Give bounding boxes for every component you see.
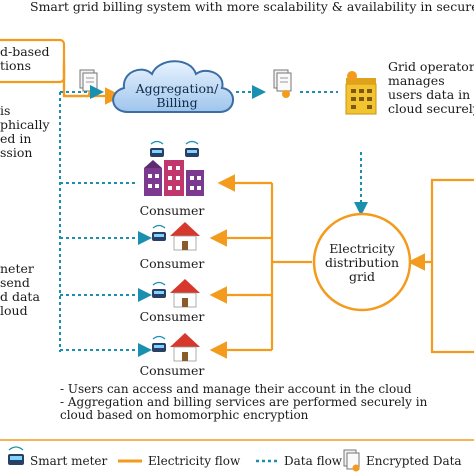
smart-meter-icon: [152, 335, 166, 352]
industrial-consumer-icon: [144, 160, 204, 196]
left-text-line: d data: [0, 289, 40, 304]
left-text-line: ed in: [0, 131, 32, 146]
operator-text: Grid operator manages users data in t cl…: [388, 60, 474, 116]
operator-text-line: cloud securely: [388, 101, 474, 116]
legend-electricity-flow-label: Electricity flow: [148, 454, 241, 468]
legend-encrypted-data-icon: [343, 449, 360, 472]
grid-label-line: grid: [349, 269, 375, 284]
left-text-line: is: [0, 103, 11, 118]
left-text-line: ssion: [0, 145, 33, 160]
grid-label-line: Electricity: [329, 241, 395, 256]
smart-meter-icon: [150, 140, 164, 157]
legend-smart-meter-label: Smart meter: [30, 454, 108, 468]
grid-label: Electricity distribution grid: [318, 242, 406, 284]
grid-operator-building-icon: [345, 71, 377, 115]
note-item: cloud based on homomorphic encryption: [60, 408, 309, 422]
house-consumer-icon: [170, 279, 200, 308]
operator-text-line: Grid operator: [388, 59, 474, 74]
encrypted-data-icon: [79, 69, 98, 98]
page-title: Smart grid billing system with more scal…: [30, 0, 474, 14]
smart-meter-icon: [152, 224, 166, 241]
distribution-grid-circle: [312, 212, 412, 312]
left-text-upper: is phically ed in ssion: [0, 104, 50, 160]
encrypted-data-icon: [273, 69, 292, 98]
note-item: - Aggregation and billing services are p…: [60, 395, 428, 409]
grid-label-line: distribution: [324, 255, 400, 270]
consumer-label: Consumer: [139, 203, 205, 218]
left-box-text: d-based tions: [0, 45, 50, 73]
left-text-lower: neter send d data loud: [0, 262, 40, 318]
smart-meter-icon: [152, 281, 166, 298]
cloud-label: Aggregation/ Billing: [132, 82, 222, 110]
cloud-label-line: Aggregation/: [135, 81, 219, 96]
legend-smart-meter-icon: [8, 446, 24, 465]
note-item: - Users can access and manage their acco…: [60, 382, 412, 396]
left-text-line: neter: [0, 261, 34, 276]
operator-text-line: users data in t: [388, 87, 474, 102]
house-consumer-icon: [170, 333, 200, 362]
consumer-label: Consumer: [139, 256, 205, 271]
left-box-line: tions: [0, 58, 32, 73]
smart-meter-icon: [185, 140, 199, 157]
notes-list: - Users can access and manage their acco…: [60, 383, 427, 422]
operator-text-line: manages: [388, 73, 445, 88]
cloud-label-line: Billing: [156, 95, 198, 110]
legend-data-flow-label: Data flow: [284, 454, 343, 468]
consumer-label: Consumer: [139, 309, 205, 324]
left-text-line: send: [0, 275, 30, 290]
electricity-source-box: [430, 178, 474, 354]
house-consumer-icon: [170, 222, 200, 251]
consumer-label: Consumer: [139, 363, 205, 378]
legend-encrypted-data-label: Encrypted Data: [366, 454, 462, 468]
left-text-line: loud: [0, 303, 28, 318]
left-box-line: d-based: [0, 44, 50, 59]
aggregation-billing-cloud: [112, 60, 234, 113]
left-text-line: phically: [0, 117, 50, 132]
